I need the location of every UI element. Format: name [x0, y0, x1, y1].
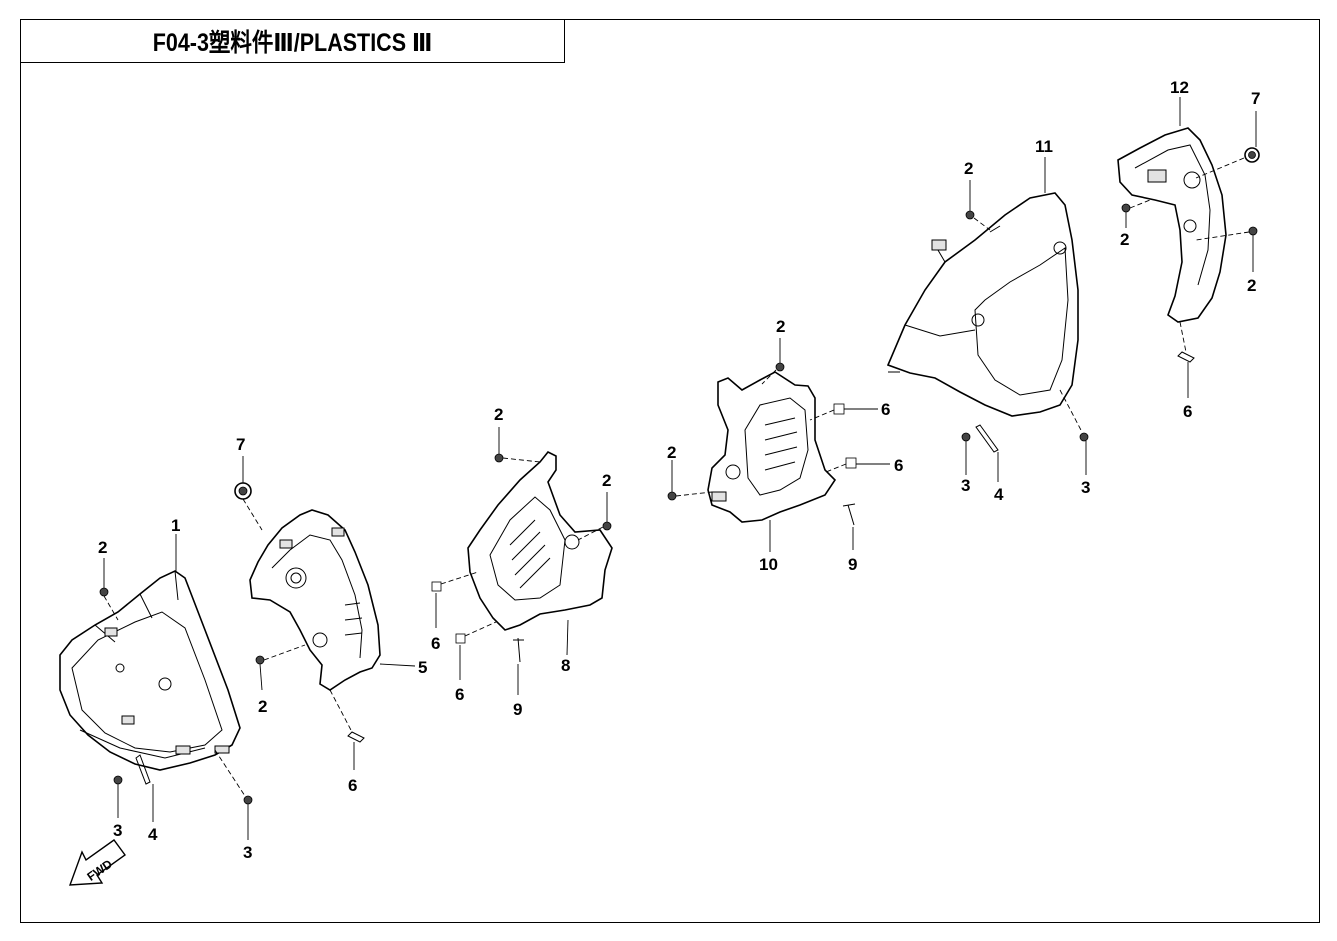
callout-2: 2: [964, 159, 973, 178]
callout-4: 4: [148, 825, 158, 844]
page-title: F04-3塑料件Ⅲ/PLASTICS Ⅲ: [152, 29, 433, 57]
part-10-upper-inner-panel: [707, 371, 837, 523]
part-5-bracket: [249, 509, 381, 691]
callout-2: 2: [98, 538, 107, 557]
callout-2: 2: [776, 317, 785, 336]
callout-5: 5: [418, 658, 427, 677]
part-1-left-side-cover: [59, 570, 241, 771]
callout-1: 1: [171, 516, 180, 535]
part-8-center-inner-panel: [467, 450, 613, 631]
title-box: F04-3塑料件Ⅲ/PLASTICS Ⅲ: [20, 19, 565, 63]
callout-8: 8: [561, 656, 570, 675]
callout-2: 2: [494, 405, 503, 424]
callout-6: 6: [881, 400, 890, 419]
callout-6: 6: [431, 634, 440, 653]
callout-10: 10: [759, 555, 778, 574]
callout-6: 6: [348, 776, 357, 795]
drawing-frame: [20, 19, 1320, 923]
callout-3: 3: [113, 821, 122, 840]
callout-9: 9: [848, 555, 857, 574]
hardware-items: [99, 147, 1260, 805]
callout-2: 2: [667, 443, 676, 462]
callout-6: 6: [894, 456, 903, 475]
callout-7: 7: [236, 435, 245, 454]
callout-6: 6: [455, 685, 464, 704]
callout-2: 2: [1247, 276, 1256, 295]
callout-labels: 1 2 3 4 3 7 2 5 6 2 2 6 6 9 8 2 2 6 6 10…: [98, 78, 1260, 862]
callout-7: 7: [1251, 89, 1260, 108]
forward-direction-arrow: FWD: [68, 839, 126, 886]
callout-3: 3: [1081, 478, 1090, 497]
callout-4: 4: [994, 485, 1004, 504]
callout-3: 3: [243, 843, 252, 862]
part-12-rear-bracket: [1117, 127, 1227, 323]
callout-6: 6: [1183, 402, 1192, 421]
callout-2: 2: [1120, 230, 1129, 249]
callout-11: 11: [1035, 137, 1053, 156]
callout-9: 9: [513, 700, 522, 719]
callout-2: 2: [258, 697, 267, 716]
leader-lines: [103, 97, 1257, 840]
part-11-right-side-cover: [886, 192, 1079, 417]
callout-12: 12: [1170, 78, 1189, 97]
callout-2: 2: [602, 471, 611, 490]
callout-3: 3: [961, 476, 970, 495]
